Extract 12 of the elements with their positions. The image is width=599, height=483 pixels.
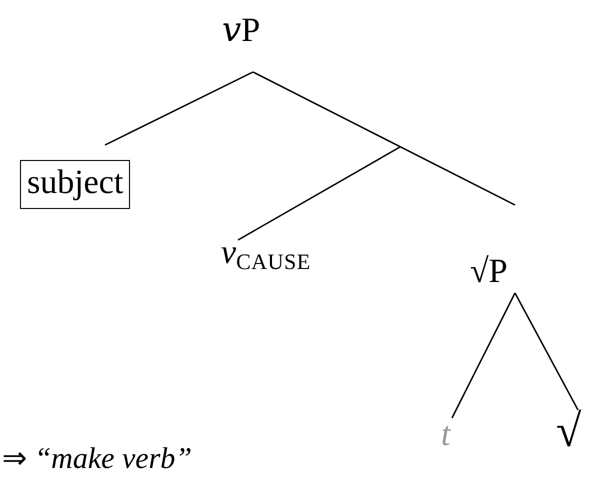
tree-branch xyxy=(252,71,516,206)
caption-note: ⇒ “make verb” xyxy=(2,441,192,476)
tree-branch xyxy=(104,71,254,146)
phrase-label: √P xyxy=(470,255,508,289)
phrase-label: 𝑣P xyxy=(222,14,260,48)
boxed-label: subject xyxy=(20,160,130,209)
root-symbol: √ xyxy=(556,408,582,454)
tree-branch xyxy=(514,292,579,410)
tree-branch xyxy=(238,146,400,241)
head-label: v$_{CAUSE}$ xyxy=(221,236,311,273)
tree-branch xyxy=(451,292,516,418)
trace-label: t xyxy=(441,418,450,452)
